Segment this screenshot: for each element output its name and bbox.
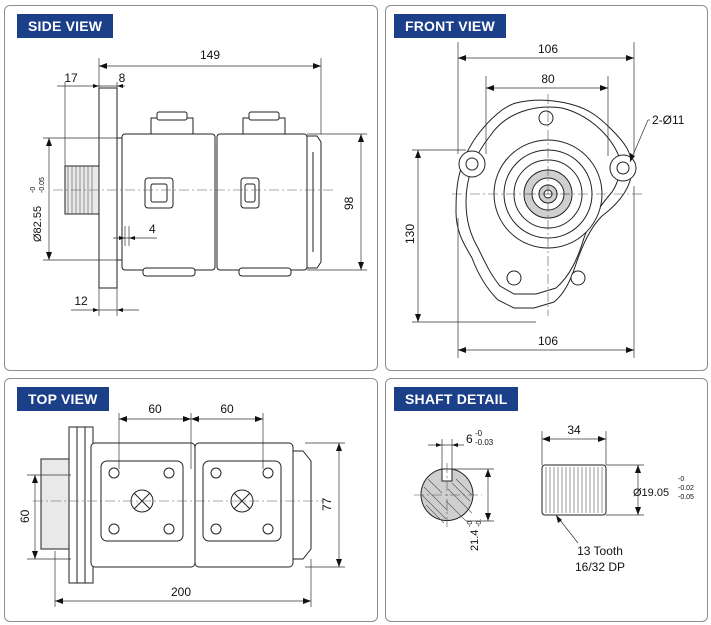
- bolt-hole-bottom-left: [506, 270, 522, 286]
- dim-shaft-length: 12: [74, 294, 88, 308]
- top-shaft: [40, 458, 72, 550]
- spline-teeth-note: 13 Tooth: [577, 544, 623, 558]
- dim-overall-length: 149: [200, 48, 220, 62]
- side-view-panel: SIDE VIEW: [4, 5, 378, 371]
- dim-front-height: 130: [403, 224, 417, 244]
- dim-key-depth: 21.4: [469, 530, 481, 551]
- top-view-drawing: 60 60 60 77 200: [18, 402, 345, 607]
- front-view-panel: FRONT VIEW 106 80: [385, 5, 708, 371]
- dim-spline-diameter: Ø19.05: [633, 487, 669, 499]
- dim-bolt-spacing: 80: [541, 72, 555, 86]
- dim-pilot-tol-lower: -0.05: [39, 177, 46, 193]
- side-view-title: SIDE VIEW: [17, 14, 114, 38]
- shaft-detail-panel: SHAFT DETAIL 6 -0 -0.03 21.4 -0 -0.: [385, 378, 708, 622]
- dim-pilot-diameter: Ø82.55: [32, 206, 44, 242]
- mounting-flange: [98, 87, 118, 289]
- dim-top-overall-length: 200: [171, 585, 191, 599]
- shaft-detail-title: SHAFT DETAIL: [394, 387, 519, 411]
- rear-cover: [306, 135, 322, 269]
- dim-key-depth-tol-lower: -0.: [476, 519, 483, 527]
- dim-port-spacing-1: 60: [148, 402, 162, 416]
- dim-spline-tol-3: -0.05: [678, 494, 694, 501]
- pump-body-rear: [216, 133, 308, 271]
- bolt-hole-top: [538, 110, 554, 126]
- dim-key-tol-lower: -0.03: [475, 438, 494, 447]
- dim-flange-height: 60: [18, 509, 32, 523]
- dim-port-spacing-2: 60: [220, 402, 234, 416]
- dim-bottom-width: 106: [538, 334, 558, 348]
- top-view-title: TOP VIEW: [17, 387, 109, 411]
- top-view-panel: TOP VIEW 60 60 60: [4, 378, 378, 622]
- dim-key-depth-tol-upper: -0: [467, 521, 474, 527]
- shaft-detail-drawing: 6 -0 -0.03 21.4 -0 -0. 34 Ø19.05 -0: [414, 423, 694, 574]
- top-flange: [68, 426, 94, 584]
- dim-top-width: 106: [538, 42, 558, 56]
- side-view-drawing: 149 17 8 Ø82.55 -0 -0.05 4 98 12: [30, 48, 367, 316]
- dim-flange-offset: 17: [64, 71, 78, 85]
- dim-step: 4: [149, 222, 156, 236]
- dim-flange-thickness: 8: [119, 71, 126, 85]
- dim-height: 98: [342, 196, 356, 210]
- dim-body-height: 77: [320, 497, 334, 511]
- front-view-drawing: 106 80 2-Ø11 130 106: [403, 42, 685, 358]
- dim-key-width: 6: [466, 432, 473, 446]
- bolt-hole-bottom-right: [570, 270, 586, 286]
- dim-holes: 2-Ø11: [652, 113, 685, 127]
- front-view-title: FRONT VIEW: [394, 14, 506, 38]
- spline-pitch-note: 16/32 DP: [575, 560, 625, 574]
- dim-key-tol-upper: -0: [475, 429, 483, 438]
- dim-spline-tol-2: -0.02: [678, 485, 694, 492]
- dim-spline-tol-1: -0: [678, 476, 684, 483]
- dim-spline-length: 34: [567, 423, 581, 437]
- dim-pilot-tol-upper: -0: [30, 187, 37, 193]
- top-rear-cover: [292, 450, 312, 560]
